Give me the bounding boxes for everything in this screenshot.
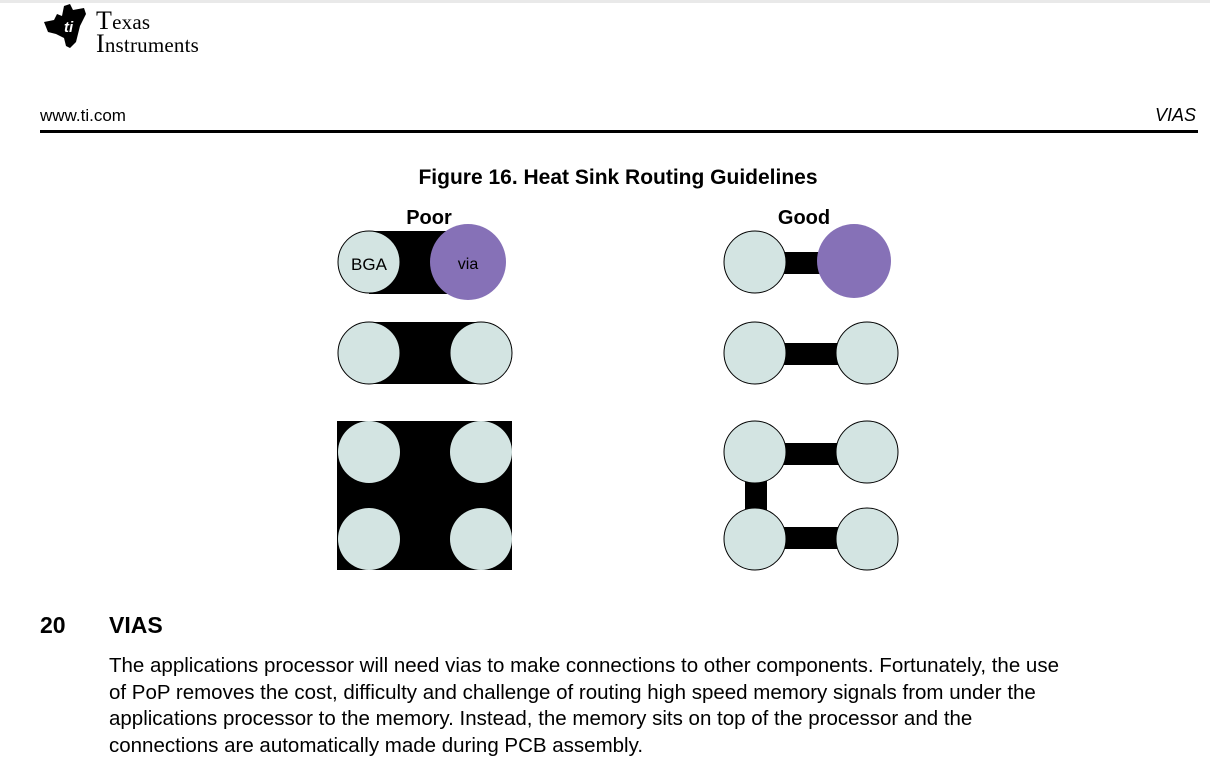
bga-pad: [835, 321, 899, 385]
good-four-pad-traces: [723, 420, 899, 571]
via-label: via: [458, 256, 479, 273]
ti-logo: ti Texas Instruments: [40, 2, 265, 57]
bga-pad: [835, 507, 899, 571]
bga-label: BGA: [351, 255, 388, 274]
running-section-header: VIAS: [1154, 105, 1196, 125]
page-top-border: [0, 0, 1210, 3]
good-label: Good: [778, 207, 830, 229]
bga-pad: [450, 421, 512, 483]
header-rule: [40, 130, 1198, 133]
poor-four-pad-plane: [337, 421, 512, 570]
bga-pad: [835, 420, 899, 484]
bga-pad: [723, 321, 787, 385]
site-url[interactable]: www.ti.com: [40, 106, 126, 125]
via-circle: [817, 224, 891, 298]
good-pad-to-pad: [723, 321, 899, 385]
section-body-paragraph: The applications processor will need via…: [109, 654, 1059, 757]
bga-pad: [337, 321, 401, 385]
logo-wordmark-line-1: Texas: [96, 6, 151, 35]
ti-state-logo-icon: ti: [44, 4, 86, 48]
figure-title: Figure 16. Heat Sink Routing Guidelines: [418, 166, 818, 189]
poor-label: Poor: [406, 207, 452, 229]
bga-pad: [449, 321, 513, 385]
bga-pad: [723, 420, 787, 484]
bga-pad: [723, 230, 787, 294]
section-number: 20: [40, 612, 66, 638]
poor-bga-to-via: BGA via: [337, 224, 506, 300]
section-title: VIAS: [109, 612, 163, 638]
heat-sink-routing-figure: Poor Good BGA via: [337, 207, 899, 571]
bga-pad: [338, 421, 400, 483]
bga-pad: [337, 230, 401, 294]
bga-pad: [450, 508, 512, 570]
svg-text:ti: ti: [64, 19, 74, 36]
good-bga-to-via: [723, 224, 891, 298]
bga-pad: [723, 507, 787, 571]
bga-pad: [338, 508, 400, 570]
logo-wordmark-line-2: Instruments: [96, 29, 200, 58]
via-circle: [430, 224, 506, 300]
poor-pad-to-pad: [337, 321, 513, 385]
